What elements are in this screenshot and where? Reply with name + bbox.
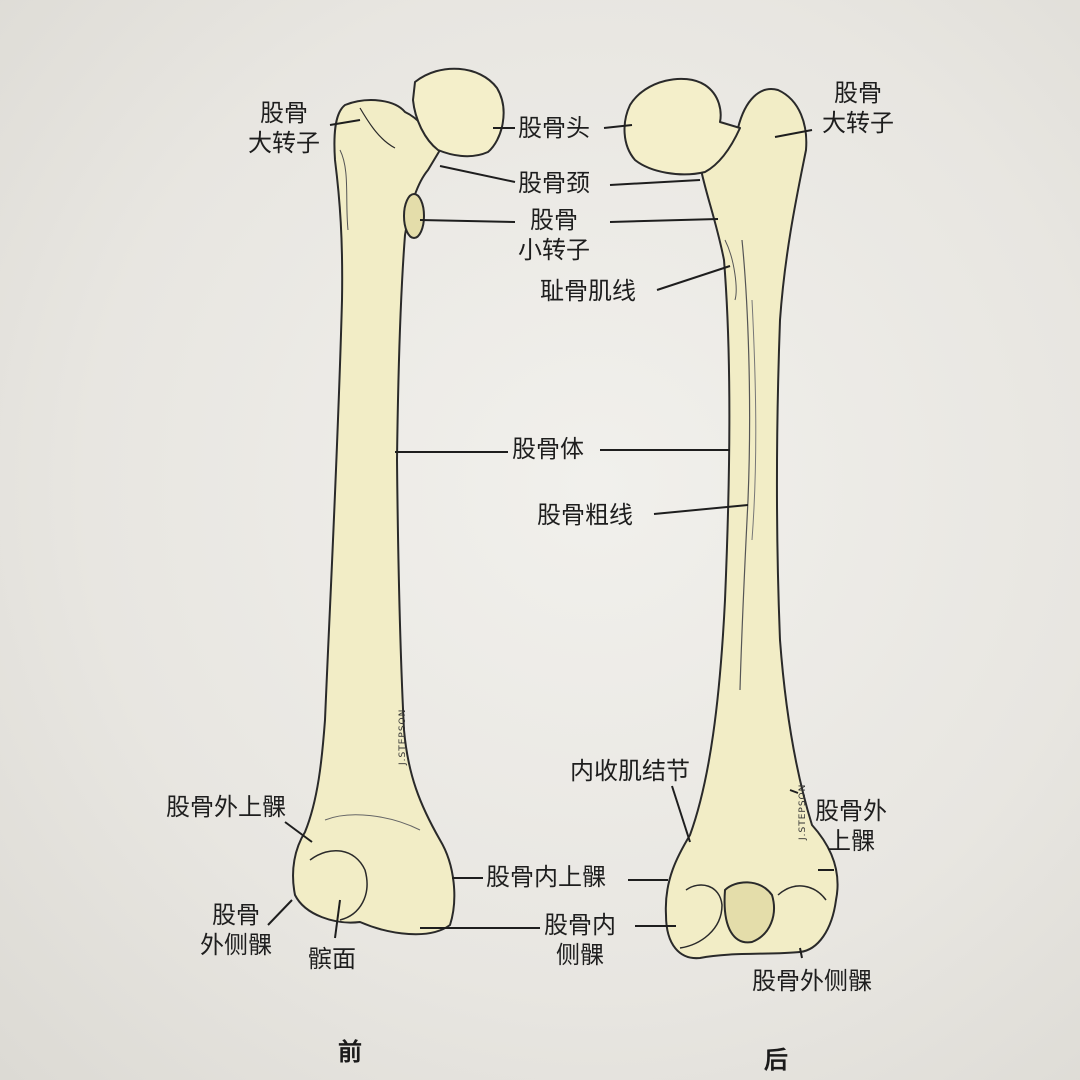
label-medial-condyle: 股骨内 侧髁 — [544, 910, 616, 970]
label-line: 股骨 — [530, 206, 578, 234]
label-femoral-neck: 股骨颈 — [518, 169, 590, 197]
label-lateral-condyle-anterior: 股骨 外侧髁 — [200, 900, 272, 960]
anterior-femur-head — [412, 67, 505, 158]
label-line: 大转子 — [822, 109, 894, 137]
label-lateral-epicondyle-posterior: 股骨外 上髁 — [815, 796, 887, 856]
label-line: 股骨 — [260, 99, 308, 127]
label-greater-trochanter-anterior: 股骨 大转子 — [248, 98, 320, 158]
label-line: 侧髁 — [556, 941, 604, 969]
view-label-anterior: 前 — [338, 1038, 362, 1066]
label-line: 股骨 — [834, 79, 882, 107]
label-line: 大转子 — [248, 129, 320, 157]
label-line: 外侧髁 — [200, 931, 272, 959]
posterior-femur-head — [623, 77, 741, 176]
label-lateral-condyle-posterior: 股骨外侧髁 — [752, 967, 872, 995]
label-line: 上髁 — [827, 827, 875, 855]
posterior-intercondylar — [723, 881, 775, 944]
label-patellar-surface: 髌面 — [308, 945, 356, 973]
label-line: 股骨 — [212, 901, 260, 929]
label-medial-epicondyle: 股骨内上髁 — [486, 863, 606, 891]
label-line: 小转子 — [518, 236, 590, 264]
label-lateral-epicondyle-anterior: 股骨外上髁 — [166, 793, 286, 821]
artist-signature-posterior: J.STEPSON — [798, 783, 808, 840]
view-label-posterior: 后 — [764, 1046, 788, 1074]
label-femoral-head-anterior: 股骨头 — [518, 114, 590, 142]
posterior-femur — [623, 77, 839, 960]
label-lesser-trochanter: 股骨 小转子 — [518, 205, 590, 265]
anterior-lesser-trochanter — [403, 193, 425, 239]
leader-lines — [267, 119, 834, 959]
posterior-femur-shaft — [664, 88, 839, 960]
anterior-femur — [292, 67, 505, 936]
artist-signature-anterior: J.STEPSON — [398, 708, 408, 765]
label-line: 股骨外 — [815, 797, 887, 825]
label-pectineal-line: 耻骨肌线 — [540, 277, 636, 305]
label-greater-trochanter-posterior: 股骨 大转子 — [822, 78, 894, 138]
label-linea-aspera: 股骨粗线 — [537, 501, 633, 529]
label-line: 股骨内 — [544, 911, 616, 939]
label-adductor-tubercle: 内收肌结节 — [570, 757, 690, 785]
anterior-femur-shaft — [292, 99, 456, 936]
label-femoral-body: 股骨体 — [512, 435, 584, 463]
